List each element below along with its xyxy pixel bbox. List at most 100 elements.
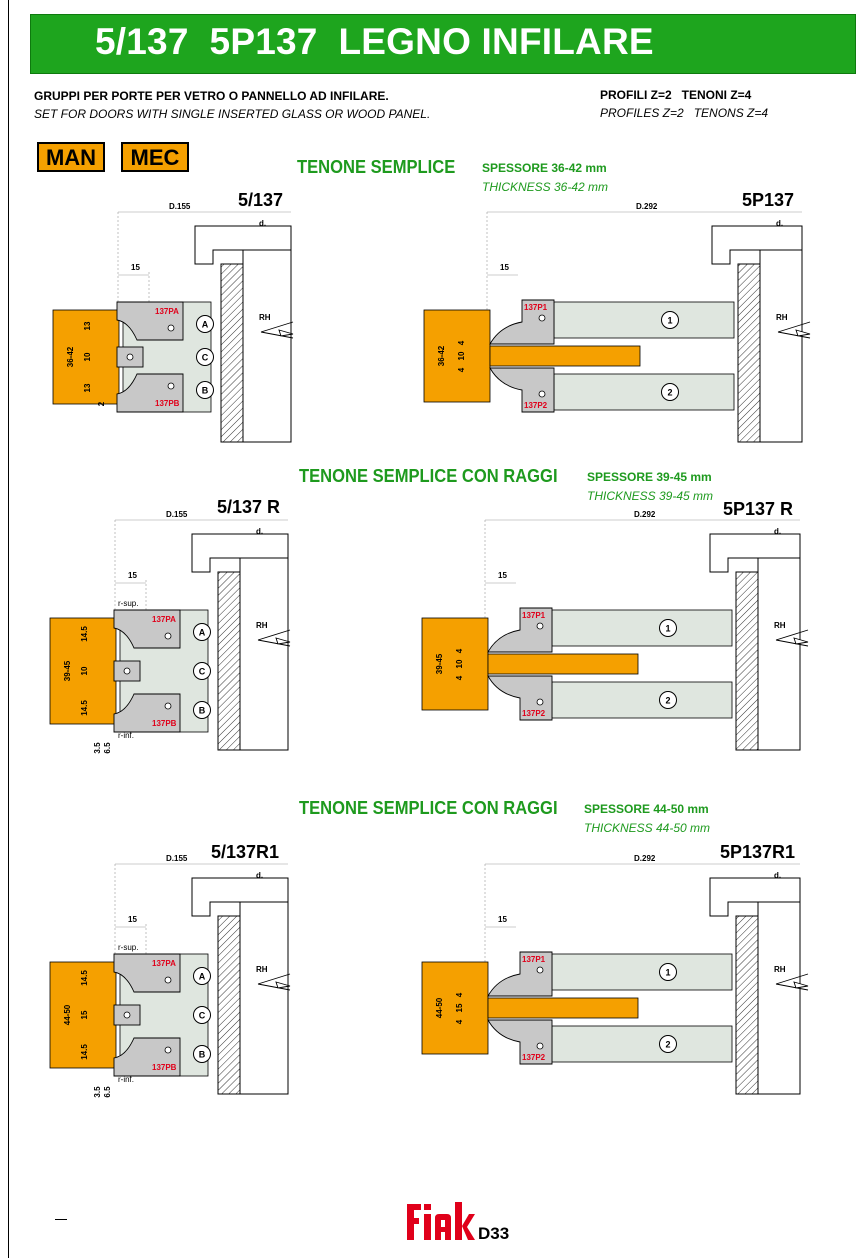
rh-indicator-arrow <box>257 973 291 991</box>
left-drawing-2: D.155d.15137PA137PBACB39-4514.51014.5r-s… <box>49 510 291 754</box>
fiak-logo <box>407 1202 475 1240</box>
lower-cutter-137PB <box>116 373 184 413</box>
dim-top: 14.5 <box>80 970 89 986</box>
fixing-screw <box>536 622 544 630</box>
frame-body <box>239 901 289 1095</box>
dim-top: 4 <box>455 992 464 997</box>
fixing-screw <box>536 698 544 706</box>
circle-2-label: 2 <box>667 388 672 398</box>
circle-b-label: B <box>199 706 206 716</box>
dim-bottom: 4 <box>455 675 464 680</box>
circle-2-label: 2 <box>665 696 670 706</box>
circle-a <box>193 967 211 985</box>
fixing-screw <box>164 702 172 710</box>
man-tag: MAN <box>37 142 105 172</box>
section-2-spessore: SPESSORE 39-45 mm <box>587 470 712 484</box>
frame-body <box>239 557 289 751</box>
circle-2 <box>659 691 677 709</box>
section-2-right-title: 5P137 R <box>723 499 794 519</box>
lower-cutter-137P2 <box>489 367 555 413</box>
frame-body <box>757 557 801 751</box>
page-title: 5/137 5P137 LEGNO INFILARE <box>95 21 654 62</box>
diameter-label: D.155 <box>166 510 188 519</box>
dim-middle: 10 <box>455 659 464 668</box>
section-3-left-title: 5/137R1 <box>211 842 280 862</box>
footer-mark <box>55 1219 67 1220</box>
rh-indicator: RH <box>259 313 271 322</box>
circle-1 <box>661 311 679 329</box>
code-bottom: 137P2 <box>524 401 548 410</box>
fixing-screw <box>167 382 175 390</box>
lower-cutter-137PB <box>113 693 181 733</box>
frame-hatched-wall <box>735 571 759 751</box>
frame-top-rail <box>709 877 801 917</box>
diameter-label: D.292 <box>636 202 658 211</box>
fixing-screw <box>536 966 544 974</box>
lower-cutter-137P2 <box>487 1019 553 1065</box>
circle-a-label: A <box>199 972 206 982</box>
lower-arbor <box>553 373 735 411</box>
code-top: 137PA <box>152 959 176 968</box>
left-margin-rule <box>8 0 9 1258</box>
rh-indicator-arrow <box>260 321 294 339</box>
rh-indicator: RH <box>256 621 268 630</box>
workpiece <box>421 961 489 1055</box>
fixing-screw <box>123 667 131 675</box>
circle-b <box>193 701 211 719</box>
frame-hatched-wall <box>735 915 759 1095</box>
circle-a <box>193 623 211 641</box>
code-bottom: 137PB <box>152 719 177 728</box>
section-1-right-title: 5P137 <box>742 190 795 210</box>
dim-middle: 15 <box>80 1010 89 1019</box>
code-top: 137P1 <box>522 955 546 964</box>
circle-c <box>193 1006 211 1024</box>
dim-top: 4 <box>455 648 464 653</box>
dim-middle: 10 <box>80 666 89 675</box>
dim-top: 13 <box>83 321 92 330</box>
rh-indicator: RH <box>774 965 786 974</box>
circle-1-label: 1 <box>665 968 670 978</box>
frame-body <box>242 249 292 443</box>
title-banner: 5/137 5P137 LEGNO INFILARE <box>30 14 856 74</box>
r-sup-label: r-sup. <box>118 599 138 608</box>
workpiece <box>49 961 117 1069</box>
fixing-screw <box>164 632 172 640</box>
rh-indicator-arrow <box>257 629 291 647</box>
circle-b <box>193 1045 211 1063</box>
circle-b <box>196 381 214 399</box>
circle-2 <box>659 1035 677 1053</box>
code-top: 137PA <box>152 615 176 624</box>
frame-top-rail <box>709 533 801 573</box>
section-3-right-title: 5P137R1 <box>720 842 796 862</box>
upper-cutter-137PA <box>113 609 181 649</box>
section-2-title: TENONE SEMPLICE CON RAGGI <box>299 466 558 486</box>
circle-c-label: C <box>199 667 206 677</box>
bottom-dim-1: 3.5 <box>93 1086 102 1098</box>
circle-b-label: B <box>199 1050 206 1060</box>
frame-hatched-wall <box>737 263 761 443</box>
diameter-label: D.155 <box>169 202 191 211</box>
r-inf-label: r-inf. <box>118 1075 134 1084</box>
dim-15-label: 15 <box>500 263 509 272</box>
tenon <box>489 345 641 367</box>
d-label: d. <box>774 871 781 880</box>
dim-bottom: 4 <box>457 367 466 372</box>
lower-arbor <box>551 1025 733 1063</box>
page-number: D33 <box>478 1224 510 1243</box>
section-1-spessore: SPESSORE 36-42 mm <box>482 161 607 175</box>
fixing-screw <box>126 353 134 361</box>
bottom-dim-2: 6.5 <box>103 742 112 754</box>
dim-middle: 10 <box>83 352 92 361</box>
code-bottom: 137P2 <box>522 1053 546 1062</box>
lower-cutter-137PB <box>113 1037 181 1077</box>
frame-top-rail <box>191 533 289 573</box>
fixing-screw <box>538 390 546 398</box>
frame <box>191 533 289 751</box>
frame <box>194 225 292 443</box>
description-italian: GRUPPI PER PORTE PER VETRO O PANNELLO AD… <box>34 89 389 103</box>
workpiece <box>421 617 489 711</box>
left-drawing-3: D.155d.15137PA137PBACB44-5014.51514.5r-s… <box>49 854 291 1098</box>
upper-arbor <box>553 301 735 339</box>
dim-15-label: 15 <box>128 915 137 924</box>
